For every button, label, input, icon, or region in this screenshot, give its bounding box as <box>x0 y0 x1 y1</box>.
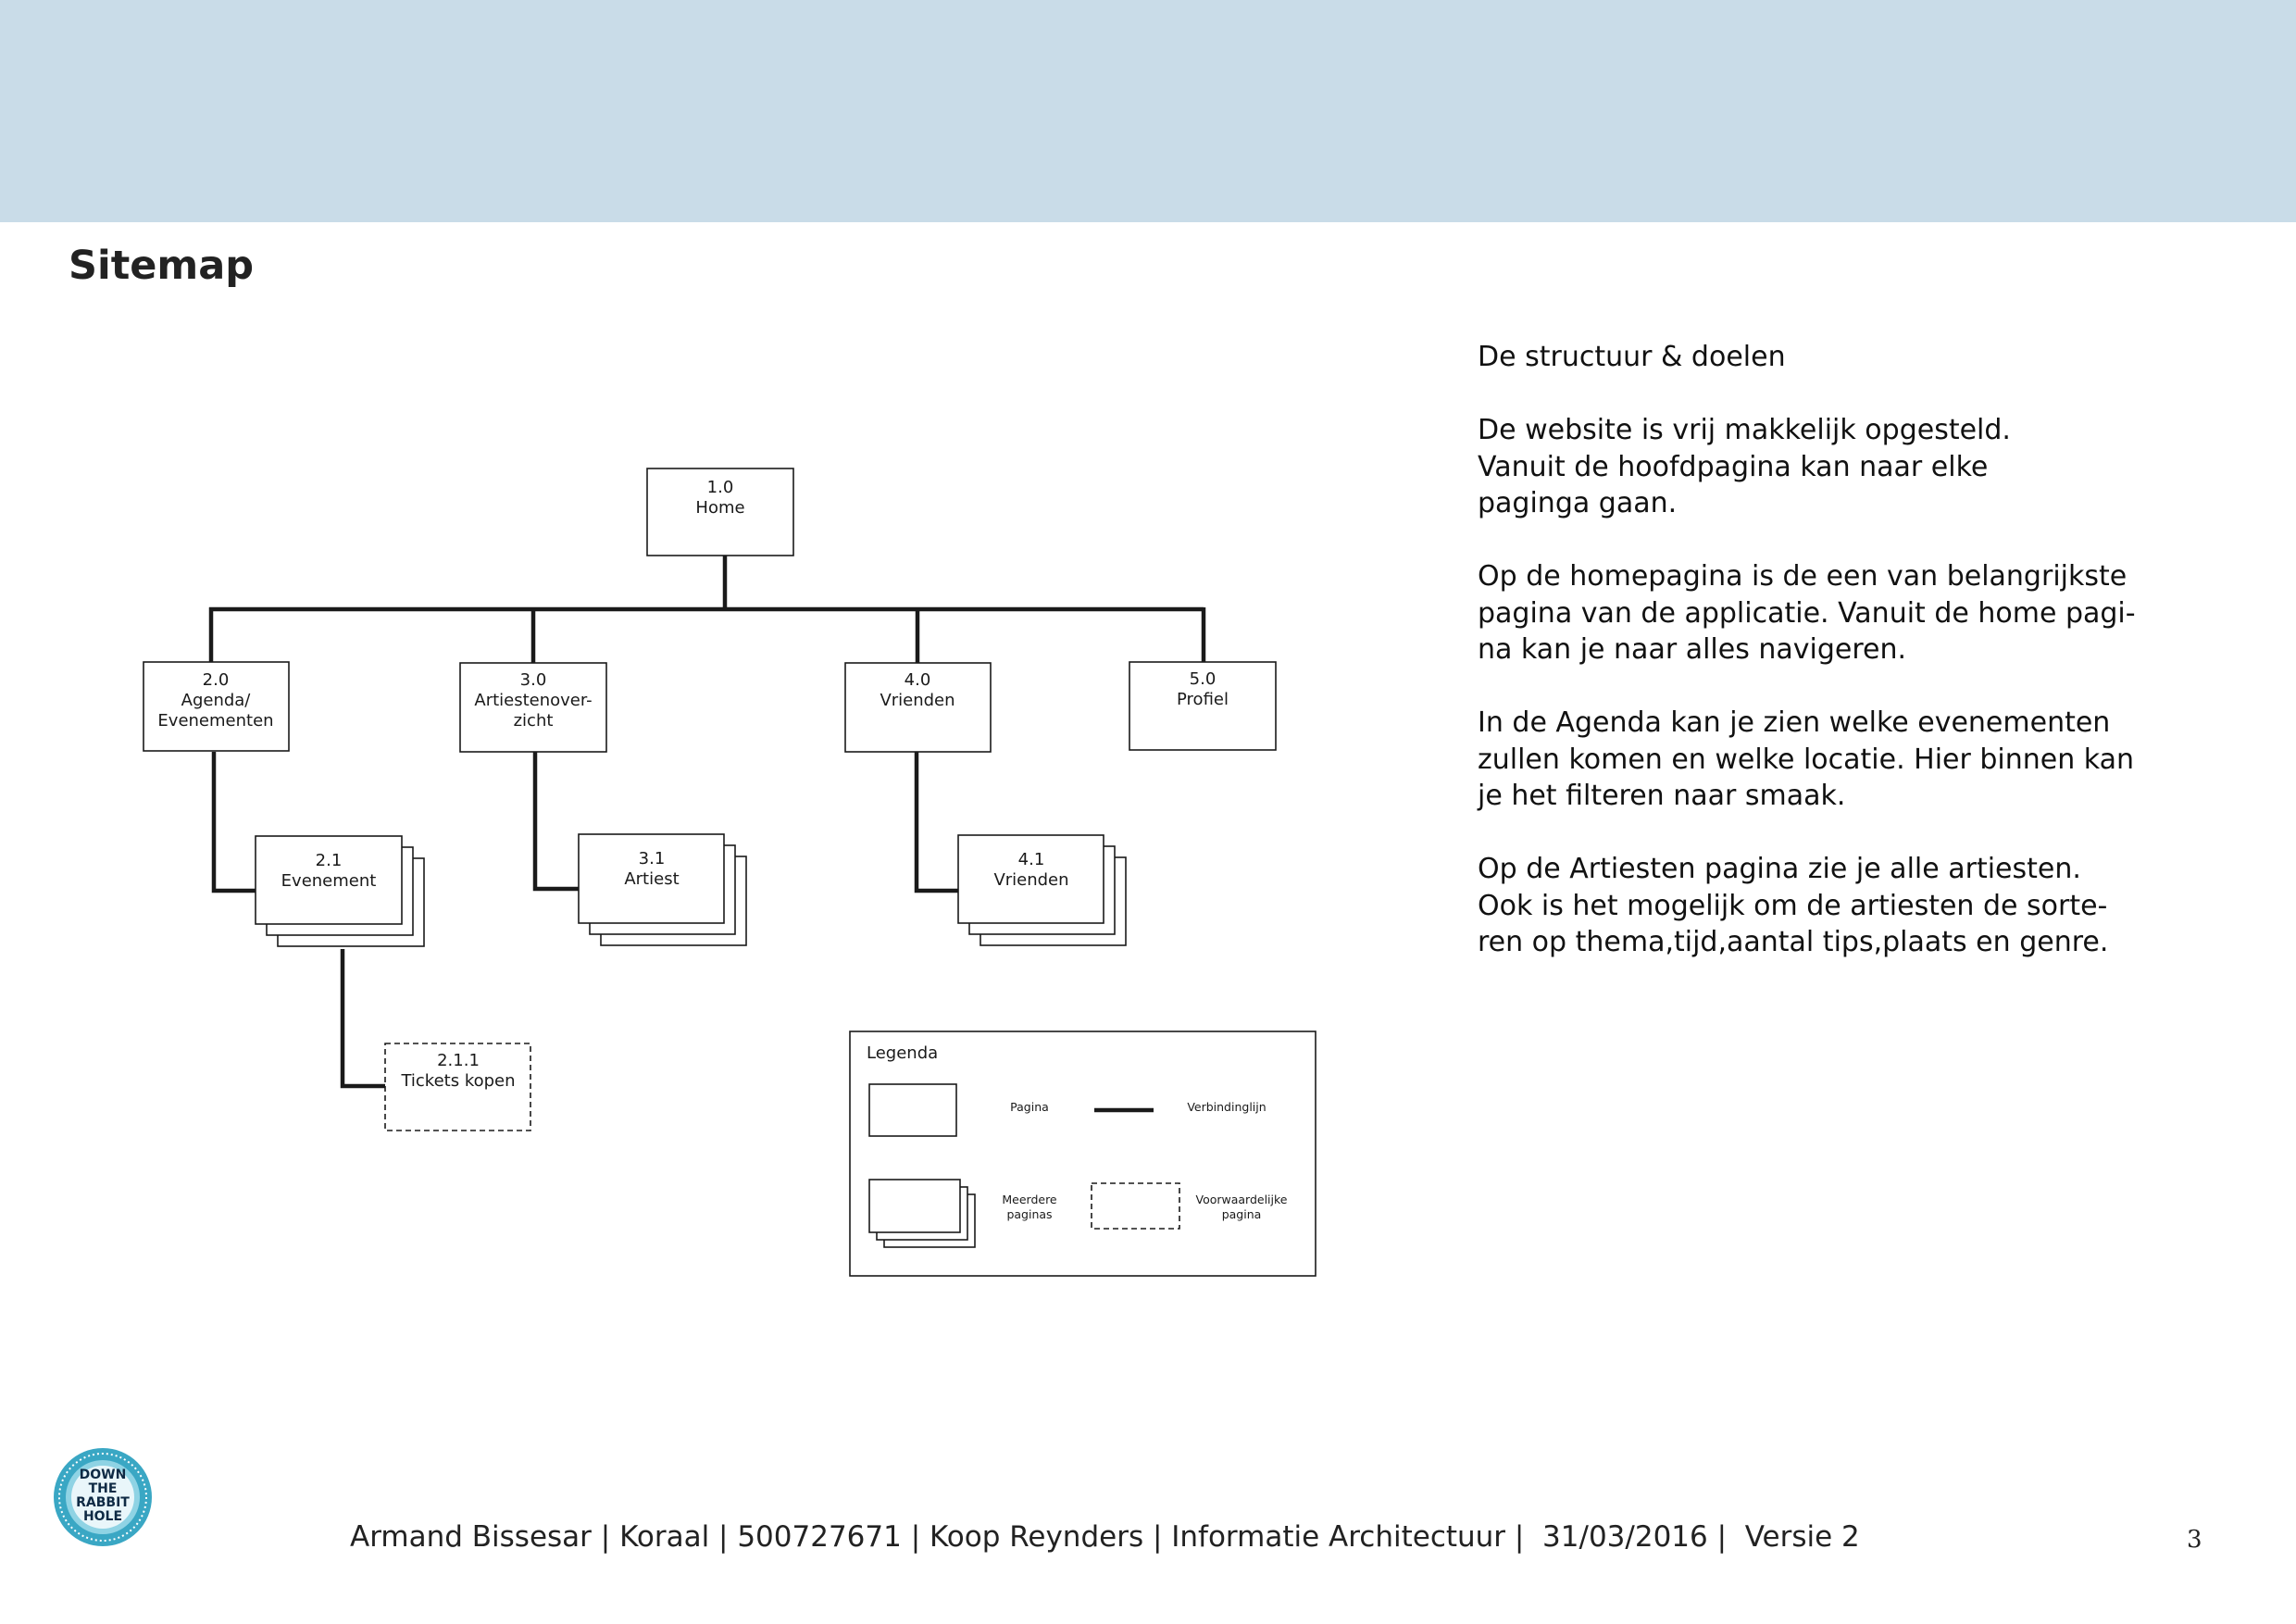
legend-meerdere-line1: Meerdere <box>1002 1193 1057 1206</box>
sitemap-diagram: 1.0 Home 2.0 Agenda/ Evenementen 3.0 Art… <box>143 468 1316 1277</box>
node-artiesten-line2: zicht <box>514 711 554 731</box>
description: De structuur & doelen De website is vrij… <box>1478 339 2200 997</box>
node-agenda[interactable]: 2.0 Agenda/ Evenementen <box>143 661 290 752</box>
svg-text:RABBIT: RABBIT <box>76 1495 130 1510</box>
connector-lines <box>208 556 1206 1089</box>
node-profiel-number: 5.0 <box>1190 669 1217 689</box>
page-number: 3 <box>2187 1526 2202 1554</box>
node-tickets-number: 2.1.1 <box>437 1051 480 1070</box>
page-title: Sitemap <box>69 243 255 289</box>
node-evenement[interactable]: 2.1 Evenement <box>255 835 425 947</box>
node-vrienden-number: 4.0 <box>905 670 931 690</box>
node-artiesten-line1: Artiestenover- <box>474 691 592 710</box>
description-paragraph-2: Op de homepagina is de een van belangrij… <box>1478 560 2136 666</box>
down-the-rabbit-hole-logo: DOWN THE RABBIT HOLE <box>54 1448 152 1546</box>
description-paragraph-1: De website is vrij makkelijk opgesteld. … <box>1478 414 2011 519</box>
legend-title: Legenda <box>867 1043 938 1063</box>
node-artiest[interactable]: 3.1 Artiest <box>578 833 747 946</box>
description-paragraph-3: In de Agenda kan je zien welke evenement… <box>1478 706 2135 812</box>
node-home[interactable]: 1.0 Home <box>646 468 794 556</box>
node-tickets-kopen[interactable]: 2.1.1 Tickets kopen <box>384 1043 531 1131</box>
node-evenement-label: Evenement <box>281 871 377 891</box>
description-paragraph-4: Op de Artiesten pagina zie je alle artie… <box>1478 853 2109 958</box>
node-artiestenoverzicht[interactable]: 3.0 Artiestenover- zicht <box>459 662 607 753</box>
legend-voorwaardelijke-line2: pagina <box>1222 1207 1262 1221</box>
node-evenement-number: 2.1 <box>316 851 343 870</box>
node-artiest-label: Artiest <box>624 869 679 889</box>
node-profiel-label: Profiel <box>1177 690 1229 709</box>
svg-text:DOWN: DOWN <box>80 1468 127 1482</box>
legend-conditional-symbol <box>1091 1182 1180 1230</box>
legend-multi-page-symbol <box>868 1179 976 1248</box>
node-home-label: Home <box>695 498 744 518</box>
node-vrienden-sub-label: Vrienden <box>993 870 1068 890</box>
legend-page-symbol <box>868 1083 957 1137</box>
node-home-number: 1.0 <box>707 478 734 497</box>
svg-text:HOLE: HOLE <box>83 1509 122 1524</box>
header-band <box>0 0 2296 222</box>
footer-credits: Armand Bissesar | Koraal | 500727671 | K… <box>350 1520 1860 1554</box>
node-agenda-line1: Agenda/ <box>181 691 252 710</box>
node-profiel[interactable]: 5.0 Profiel <box>1129 661 1277 751</box>
svg-text:THE: THE <box>89 1481 118 1496</box>
legend-verbindinglijn-label: Verbindinglijn <box>1187 1100 1266 1114</box>
legend: Legenda Pagina Verbindinglijn Meerdere p… <box>849 1031 1316 1277</box>
node-vrienden-sub[interactable]: 4.1 Vrienden <box>957 834 1127 946</box>
legend-pagina-label: Pagina <box>1010 1100 1049 1114</box>
node-agenda-line2: Evenementen <box>157 711 273 731</box>
node-tickets-label: Tickets kopen <box>400 1071 515 1091</box>
node-artiest-number: 3.1 <box>639 849 666 868</box>
node-vrienden-sub-number: 4.1 <box>1018 850 1045 869</box>
node-agenda-number: 2.0 <box>203 670 230 690</box>
node-vrienden[interactable]: 4.0 Vrienden <box>844 662 992 753</box>
legend-voorwaardelijke-line1: Voorwaardelijke <box>1195 1193 1287 1206</box>
legend-meerdere-line2: paginas <box>1006 1207 1052 1221</box>
node-vrienden-label: Vrienden <box>880 691 955 710</box>
description-heading: De structuur & doelen <box>1478 341 1786 373</box>
node-artiesten-number: 3.0 <box>520 670 547 690</box>
